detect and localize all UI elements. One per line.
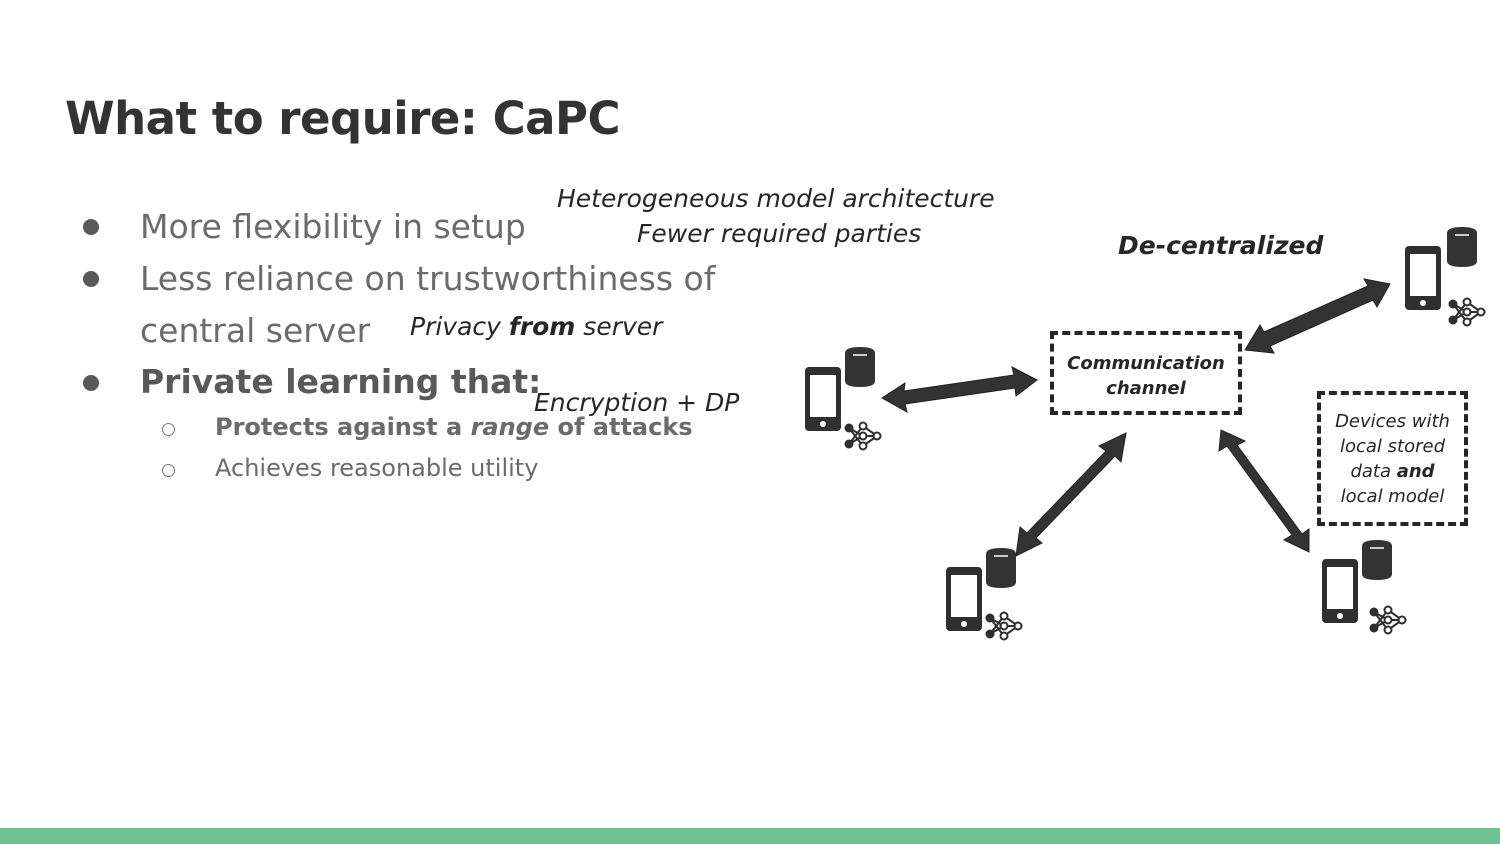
bullet-reliance-cont: central server bbox=[140, 311, 371, 350]
annotation-heterogeneous: Heterogeneous model architecture bbox=[557, 184, 995, 213]
arrow-topright-device bbox=[1244, 278, 1391, 354]
legend-line3-bold: and bbox=[1396, 461, 1435, 482]
sub-bullet-attacks-post: of attacks bbox=[549, 413, 693, 441]
legend-box: Devices with local stored data and local… bbox=[1317, 391, 1468, 526]
arrows bbox=[881, 278, 1391, 557]
legend-line1: Devices with bbox=[1335, 411, 1450, 432]
arrow-left-device bbox=[881, 366, 1038, 414]
annotation-privacy-bold: from bbox=[508, 312, 576, 341]
legend-line3-pre: data bbox=[1350, 461, 1397, 482]
sub-bullet-attacks: Protects against a range of attacks bbox=[215, 413, 693, 441]
device-bottom-right bbox=[1322, 539, 1407, 635]
slide-title: What to require: CaPC bbox=[65, 92, 620, 145]
annotation-decentralized: De-centralized bbox=[1118, 231, 1324, 260]
footer-bar bbox=[0, 828, 1500, 844]
legend-line2: local stored bbox=[1339, 436, 1445, 457]
legend-line4: local model bbox=[1340, 486, 1445, 507]
sub-bullet-utility: Achieves reasonable utility bbox=[215, 454, 539, 482]
annotation-privacy-post: server bbox=[575, 312, 663, 341]
sub-bullet-attacks-em: range bbox=[470, 413, 550, 441]
annotation-privacy: Privacy from server bbox=[410, 312, 662, 341]
communication-channel-box: Communication channel bbox=[1050, 331, 1242, 415]
sub-bullet-attacks-pre: Protects against a bbox=[215, 413, 471, 441]
annotation-privacy-pre: Privacy bbox=[410, 312, 509, 341]
bullet-flexibility: More flexibility in setup bbox=[140, 207, 526, 246]
bullet-dot bbox=[83, 271, 99, 287]
arrow-bottomleft-device bbox=[1015, 432, 1127, 557]
device-bottom-left bbox=[946, 547, 1023, 641]
bullet-dot bbox=[83, 219, 99, 235]
bullet-dot bbox=[83, 375, 99, 391]
bullet-reliance: Less reliance on trustworthiness of bbox=[140, 259, 716, 298]
device-top-right bbox=[1405, 226, 1486, 327]
legend-line3: data and bbox=[1321, 459, 1464, 484]
sub-bullet-circle bbox=[162, 464, 175, 477]
device-left bbox=[805, 346, 882, 451]
channel-label-line2: channel bbox=[1106, 378, 1186, 399]
channel-label-line1: Communication bbox=[1067, 353, 1225, 374]
sub-bullet-circle bbox=[162, 423, 175, 436]
annotation-encryption: Encryption + DP bbox=[534, 388, 740, 417]
annotation-fewer-parties: Fewer required parties bbox=[637, 219, 922, 248]
arrow-bottomright-device bbox=[1218, 429, 1310, 553]
bullet-private-learning: Private learning that: bbox=[140, 362, 542, 401]
